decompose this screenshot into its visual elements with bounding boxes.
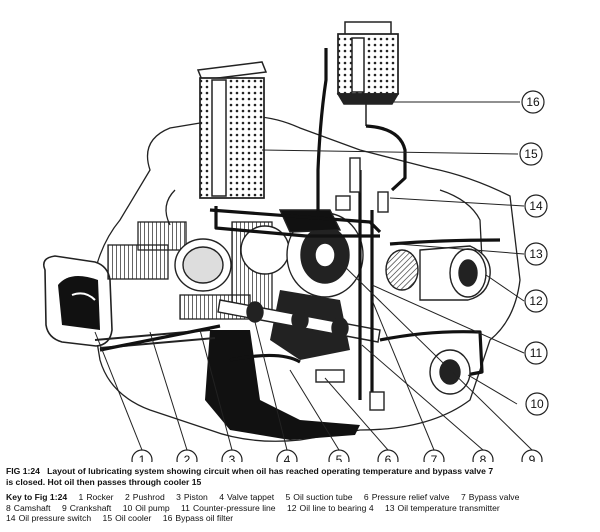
callout-15: 15 [519, 142, 543, 166]
callout-5: 5 [328, 449, 350, 462]
callout-9: 9 [521, 449, 543, 462]
oil-cooler [196, 61, 268, 199]
callout-16: 16 [521, 90, 545, 114]
callout-7: 7 [423, 449, 445, 462]
callouts: 1 2 3 4 5 6 7 8 9 10 11 12 13 14 15 16 [131, 90, 549, 462]
callout-10: 10 [525, 392, 549, 416]
callout-3: 3 [221, 449, 243, 462]
svg-text:14: 14 [529, 199, 543, 213]
svg-text:1: 1 [139, 453, 146, 462]
figure-title: Layout of lubricating system showing cir… [47, 466, 494, 476]
svg-text:11: 11 [530, 346, 543, 360]
svg-text:2: 2 [184, 453, 191, 462]
callout-12: 12 [524, 289, 548, 313]
crankshaft-assembly [278, 209, 364, 298]
svg-text:12: 12 [529, 294, 543, 308]
lubrication-system-illustration: 1 2 3 4 5 6 7 8 9 10 11 12 13 14 15 16 [42, 21, 549, 462]
sender-units [335, 157, 389, 213]
callout-14: 14 [524, 194, 548, 218]
svg-text:6: 6 [385, 453, 392, 462]
svg-text:13: 13 [529, 247, 543, 261]
pulley [385, 245, 491, 301]
callout-4: 4 [276, 449, 298, 462]
pistons [174, 225, 290, 292]
svg-text:15: 15 [524, 147, 538, 161]
figure-caption: FIG 1:24 Layout of lubricating system sh… [6, 466, 596, 524]
camshaft [217, 299, 381, 343]
caption-line-2: is closed. Hot oil then passes through c… [6, 477, 596, 488]
svg-text:4: 4 [284, 453, 291, 462]
figure-label: FIG 1:24 [6, 466, 40, 476]
callout-1: 1 [131, 449, 153, 462]
caption-line-1: FIG 1:24 Layout of lubricating system sh… [6, 466, 596, 477]
callout-2: 2 [176, 449, 198, 462]
svg-text:8: 8 [480, 453, 487, 462]
oil-pump [315, 349, 471, 411]
svg-text:10: 10 [530, 397, 544, 411]
figure-title-cont: is closed. Hot oil then passes through c… [6, 476, 202, 487]
callout-8: 8 [472, 449, 494, 462]
callout-13: 13 [524, 242, 548, 266]
svg-text:7: 7 [431, 453, 438, 462]
svg-text:16: 16 [526, 95, 540, 109]
key-heading: Key to Fig 1:24 [6, 492, 68, 502]
svg-text:9: 9 [529, 453, 536, 462]
svg-text:3: 3 [229, 453, 236, 462]
callout-leaders [94, 101, 533, 451]
callout-6: 6 [377, 449, 399, 462]
oil-filter [336, 21, 400, 126]
rocker-cover [42, 255, 113, 347]
svg-text:5: 5 [336, 453, 343, 462]
callout-11: 11 [524, 341, 548, 365]
